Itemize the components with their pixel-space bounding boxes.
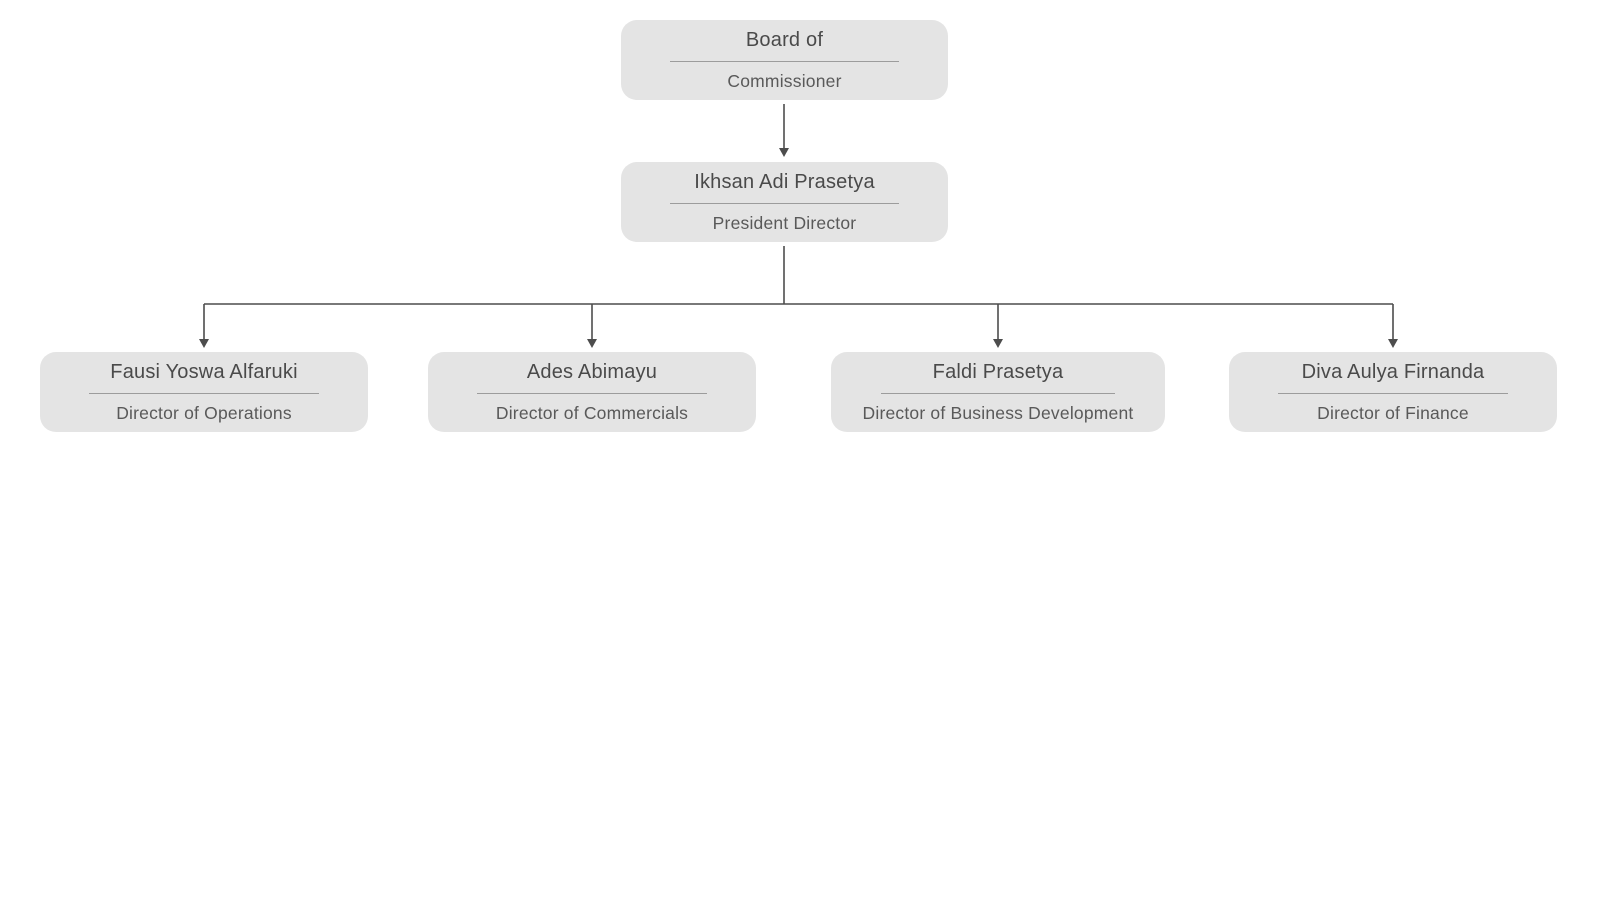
arrowhead-president — [779, 148, 789, 157]
node-name: Fausi Yoswa Alfaruki — [110, 361, 298, 383]
org-node-director-business-development[interactable]: Faldi Prasetya Director of Business Deve… — [831, 352, 1165, 432]
node-name: Diva Aulya Firnanda — [1301, 361, 1485, 383]
arrowhead-director-3 — [1388, 339, 1398, 348]
org-node-director-commercials[interactable]: Ades Abimayu Director of Commercials — [428, 352, 756, 432]
org-node-director-operations[interactable]: Fausi Yoswa Alfaruki Director of Operati… — [40, 352, 368, 432]
org-node-president-director[interactable]: Ikhsan Adi Prasetya President Director — [621, 162, 948, 242]
arrowhead-director-2 — [993, 339, 1003, 348]
org-node-board-of-commissioner[interactable]: Board of Commissioner — [621, 20, 948, 100]
arrowhead-director-0 — [199, 339, 209, 348]
node-name: Ikhsan Adi Prasetya — [694, 171, 875, 193]
node-divider — [89, 393, 319, 394]
node-name: Board of — [745, 29, 824, 51]
node-divider — [670, 203, 899, 204]
node-title: President Director — [712, 212, 857, 233]
node-title: Director of Finance — [1317, 402, 1469, 423]
node-name: Faldi Prasetya — [932, 361, 1064, 383]
node-title: Director of Operations — [116, 402, 292, 423]
org-node-director-finance[interactable]: Diva Aulya Firnanda Director of Finance — [1229, 352, 1557, 432]
node-title: Commissioner — [727, 70, 842, 91]
node-divider — [881, 393, 1115, 394]
node-title: Director of Business Development — [862, 402, 1134, 423]
node-title: Director of Commercials — [495, 402, 689, 423]
node-name: Ades Abimayu — [526, 361, 658, 383]
node-divider — [477, 393, 707, 394]
node-divider — [1278, 393, 1508, 394]
arrowhead-director-1 — [587, 339, 597, 348]
node-divider — [670, 61, 899, 62]
